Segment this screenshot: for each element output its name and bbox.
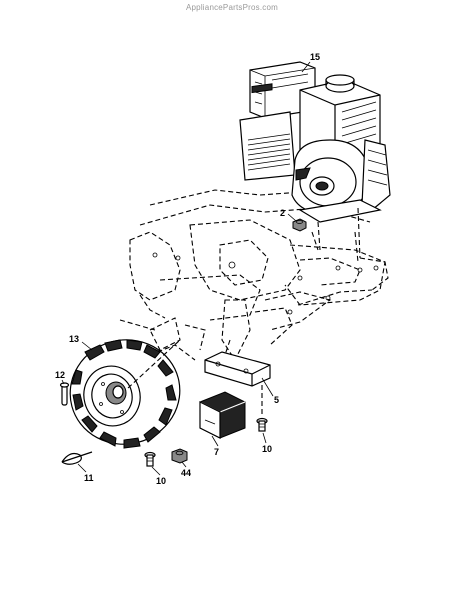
clevis-pin bbox=[59, 382, 70, 406]
callout-wheel: 13 bbox=[69, 334, 79, 344]
callout-hairpin: 11 bbox=[84, 473, 94, 483]
hairpin-clip bbox=[61, 451, 93, 465]
muffler-grille bbox=[247, 133, 291, 171]
callout-pin: 12 bbox=[55, 370, 65, 380]
lower-nut bbox=[171, 448, 188, 464]
callout-bracket: 5 bbox=[274, 395, 279, 405]
bracket bbox=[204, 339, 271, 387]
tiller-frame-outline bbox=[119, 189, 389, 362]
leader-lines bbox=[61, 61, 311, 476]
callout-bolt-right: 10 bbox=[262, 444, 272, 454]
tire-tread bbox=[71, 339, 177, 449]
engine-mount-nut bbox=[292, 218, 307, 232]
callout-lower-nut: 44 bbox=[181, 468, 191, 478]
engine bbox=[239, 61, 391, 259]
block bbox=[199, 391, 246, 439]
callout-bolt-left: 10 bbox=[156, 476, 166, 486]
watermark: AppliancePartsPros.com bbox=[186, 3, 278, 12]
bolt-left bbox=[144, 451, 156, 467]
wheel bbox=[69, 339, 181, 449]
callout-engine: 15 bbox=[310, 52, 320, 62]
callout-nut: 2 bbox=[280, 208, 285, 218]
callout-block: 7 bbox=[214, 447, 219, 457]
bolt-right bbox=[256, 385, 268, 432]
